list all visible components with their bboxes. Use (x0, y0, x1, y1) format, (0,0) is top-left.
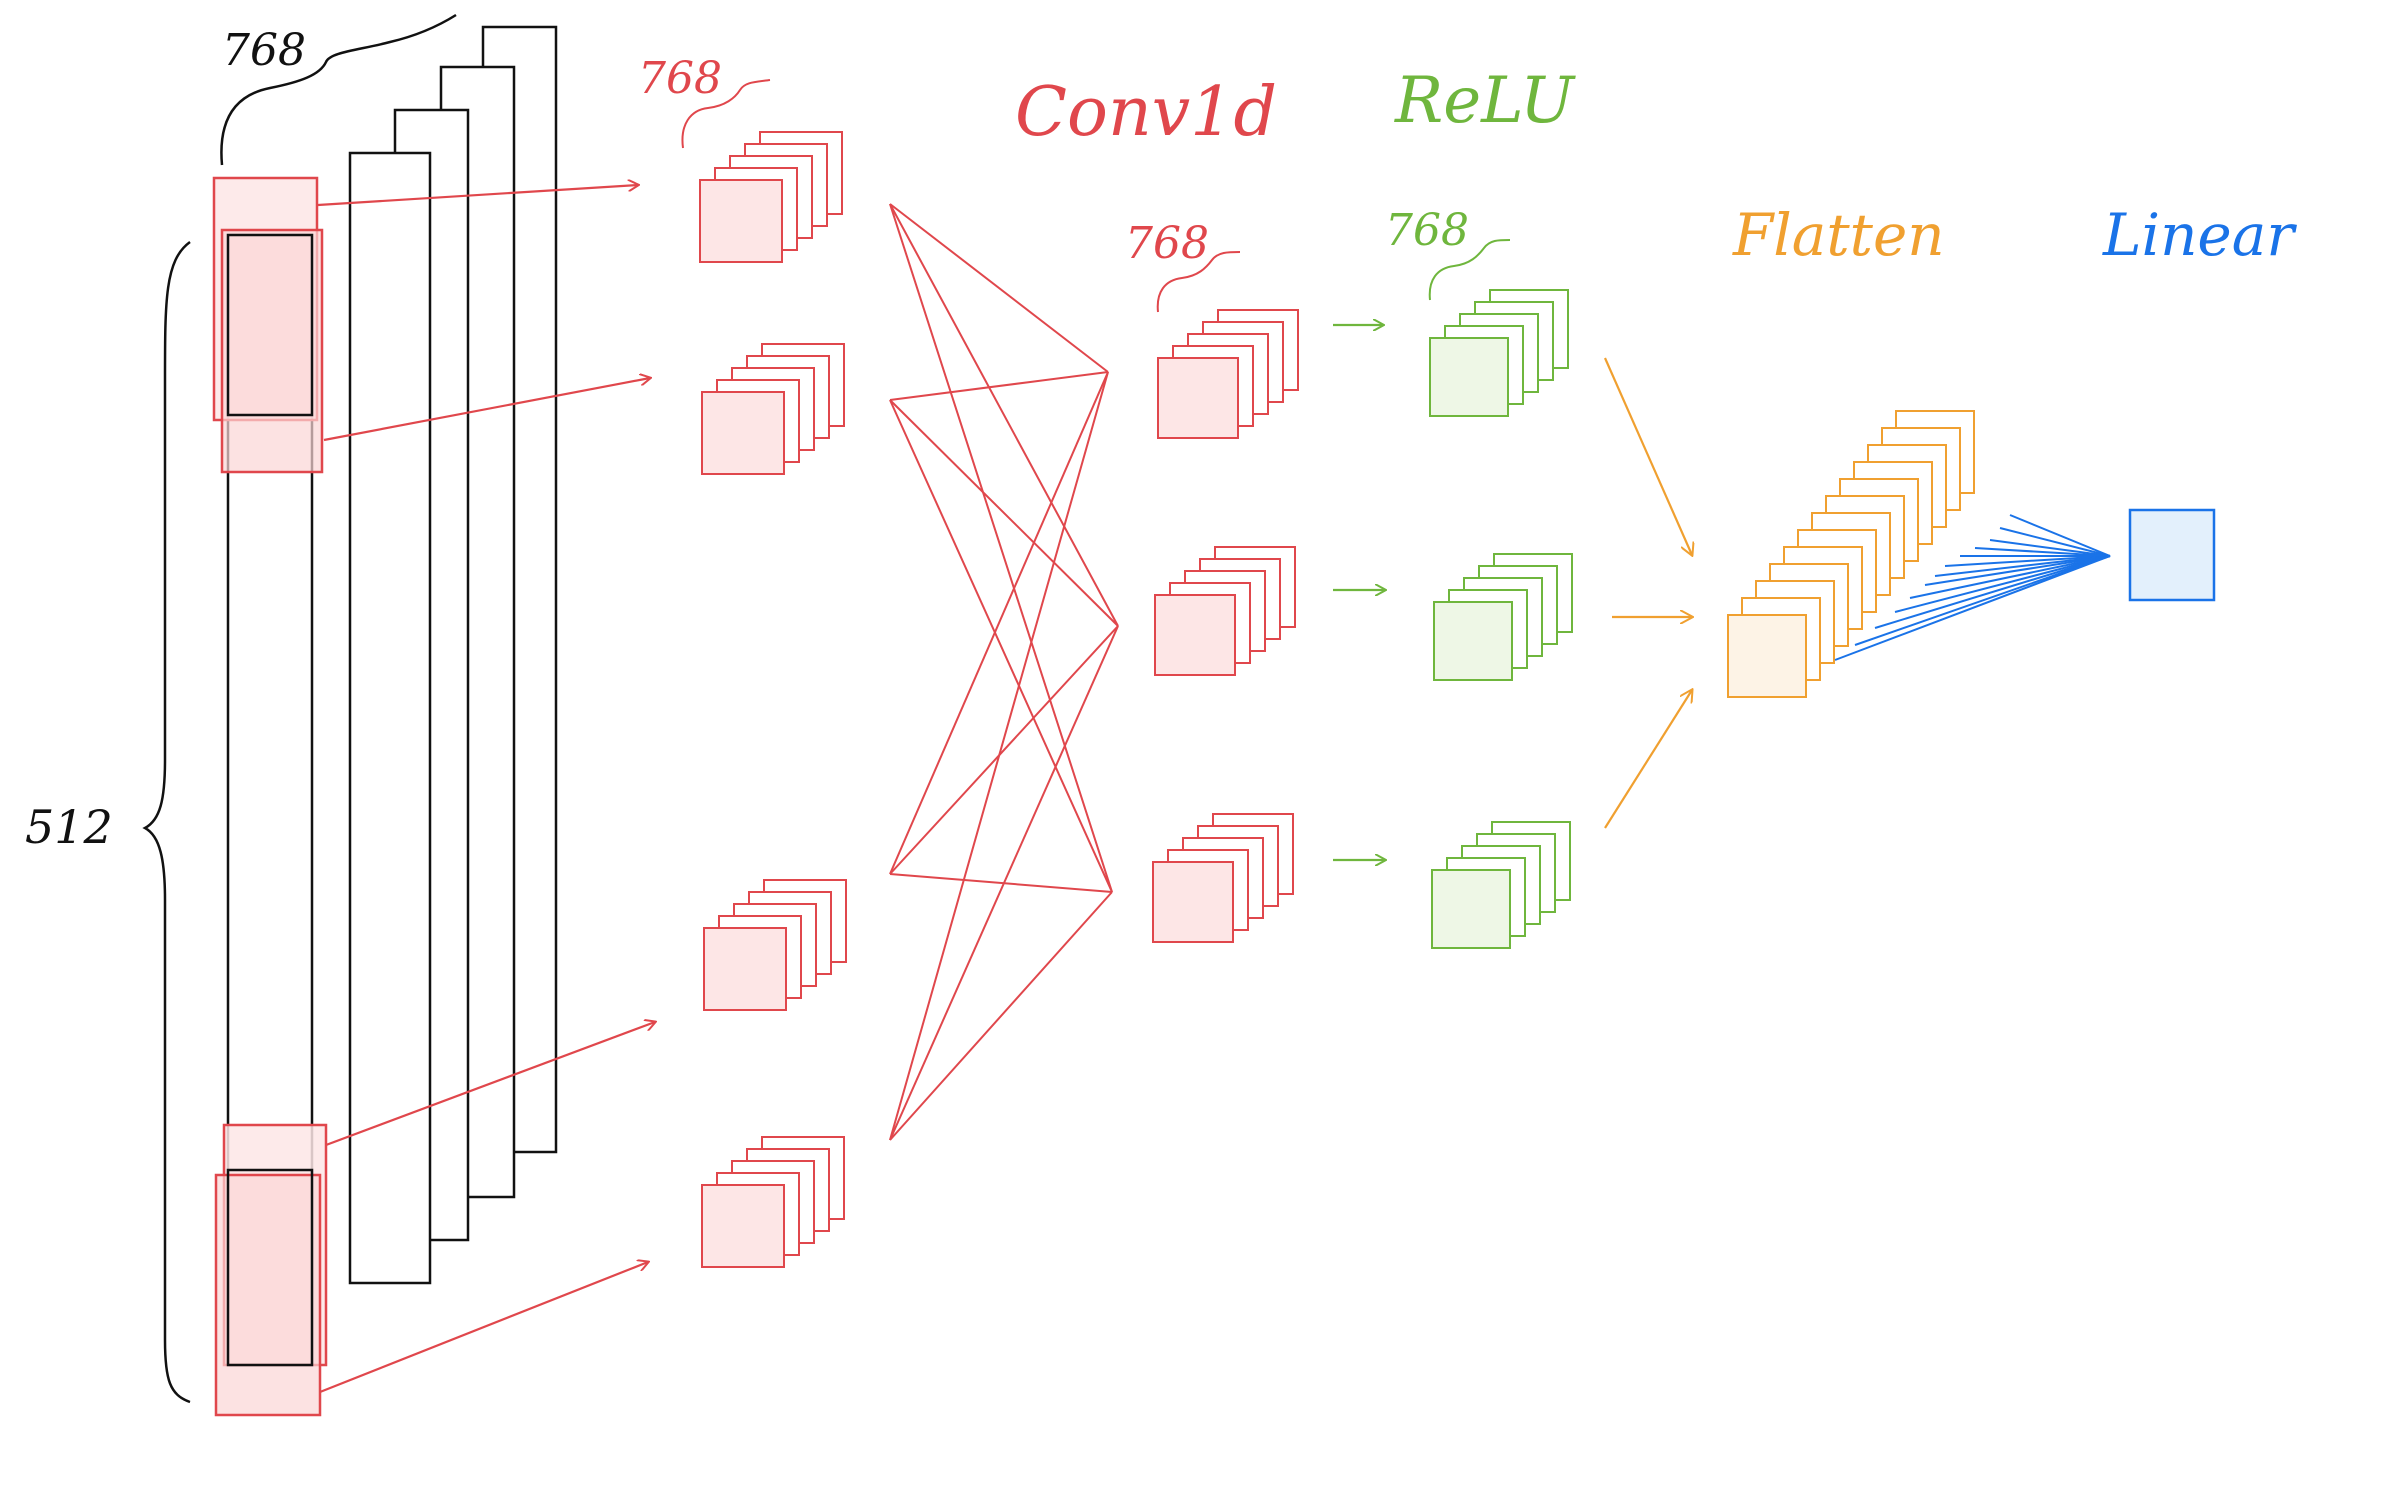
arrow-window-3 (325, 1022, 655, 1147)
label-flatten: Flatten (1732, 201, 1945, 269)
linear-output-node (2128, 508, 2216, 602)
input-feature-stack-4-front (701, 1184, 785, 1268)
relu-output-stack-2-front (1433, 601, 1513, 681)
conv-link-1-3 (889, 203, 1113, 893)
label-relu: ReLU (1394, 64, 1576, 138)
embedding-front-outline-bottom (226, 1168, 314, 1367)
conv-link-2-1 (889, 371, 1109, 401)
arrow-relu-flatten-3 (1604, 690, 1692, 829)
arrow-window-2 (323, 378, 650, 442)
input-feature-stack-2-front (701, 391, 785, 475)
conv-windows-bottom (214, 1123, 328, 1417)
input-feature-stack-3 (703, 879, 847, 1011)
conv-output-stack-3 (1152, 813, 1294, 943)
linear-link-12 (1854, 555, 2111, 646)
linear-link-7 (1934, 555, 2111, 577)
linear-link-6 (1944, 555, 2111, 567)
conv-windows-top (212, 176, 324, 474)
label-768-conv: 768 (1125, 218, 1209, 269)
conv1d-connections (889, 203, 1119, 1141)
arrow-window-4 (319, 1262, 648, 1394)
conv-to-relu-arrows (1333, 325, 1385, 860)
conv-window-bottom-2 (214, 1173, 322, 1417)
brace-768-input (681, 79, 771, 149)
linear-link-13 (1834, 555, 2111, 661)
window-to-feature-arrows (317, 185, 655, 1394)
conv-link-4-2 (889, 625, 1119, 1141)
linear-link-2 (1999, 527, 2111, 557)
brace-768-relu (1428, 239, 1511, 301)
conv-link-4-3 (889, 891, 1113, 1141)
arrow-window-1 (317, 185, 638, 207)
conv-output-stack-1 (1157, 309, 1299, 439)
conv-link-2-2 (889, 399, 1119, 627)
label-768-input: 768 (638, 53, 722, 104)
conv-output-stack-2 (1154, 546, 1296, 676)
conv-link-1-2 (889, 203, 1119, 627)
embedding-column-back-0 (348, 151, 432, 1285)
label-512: 512 (25, 800, 113, 854)
linear-link-3 (1989, 539, 2111, 557)
label-linear: Linear (2102, 201, 2297, 269)
input-feature-stack-3-front (703, 927, 787, 1011)
linear-connections (1834, 514, 2111, 661)
relu-output-stack-1 (1429, 289, 1569, 417)
feature-map-stacks (699, 131, 1573, 1268)
linear-link-1 (2009, 514, 2111, 557)
input-feature-stack-1 (699, 131, 843, 263)
linear-link-9 (1909, 555, 2111, 599)
relu-to-flatten-arrows (1603, 357, 1692, 829)
relu-output-stack-3-front (1431, 869, 1511, 949)
label-conv1d: Conv1d (1015, 73, 1277, 152)
conv-link-3-1 (889, 371, 1109, 875)
input-feature-stack-4 (701, 1136, 845, 1268)
input-feature-stack-1-front (699, 179, 783, 263)
flatten-cell-front (1727, 614, 1807, 698)
conv-link-3-3 (889, 873, 1113, 893)
relu-output-stack-2 (1433, 553, 1573, 681)
embedding-front-outline-top (226, 233, 314, 417)
brace-512-left (142, 240, 191, 1404)
conv-output-stack-2-front (1154, 594, 1236, 676)
arrow-relu-flatten-1 (1603, 357, 1692, 555)
relu-output-stack-3 (1431, 821, 1571, 949)
brace-768-top (220, 13, 457, 166)
linear-link-10 (1894, 555, 2111, 613)
input-feature-stack-2 (701, 343, 845, 475)
conv-output-stack-1-front (1157, 357, 1239, 439)
label-768-top: 768 (222, 25, 306, 76)
flatten-vector (1727, 410, 1975, 698)
conv-window-top-2 (220, 228, 324, 474)
conv-link-4-1 (889, 371, 1109, 1141)
relu-output-stack-1-front (1429, 337, 1509, 417)
conv-link-3-2 (889, 625, 1119, 875)
conv-link-1-1 (889, 203, 1109, 373)
brace-768-conv (1156, 251, 1241, 313)
linear-link-11 (1874, 555, 2111, 629)
label-768-relu: 768 (1385, 205, 1469, 256)
conv-link-2-3 (889, 399, 1113, 893)
linear-link-4 (1974, 547, 2111, 557)
linear-link-8 (1924, 555, 2111, 586)
conv-output-stack-3-front (1152, 861, 1234, 943)
